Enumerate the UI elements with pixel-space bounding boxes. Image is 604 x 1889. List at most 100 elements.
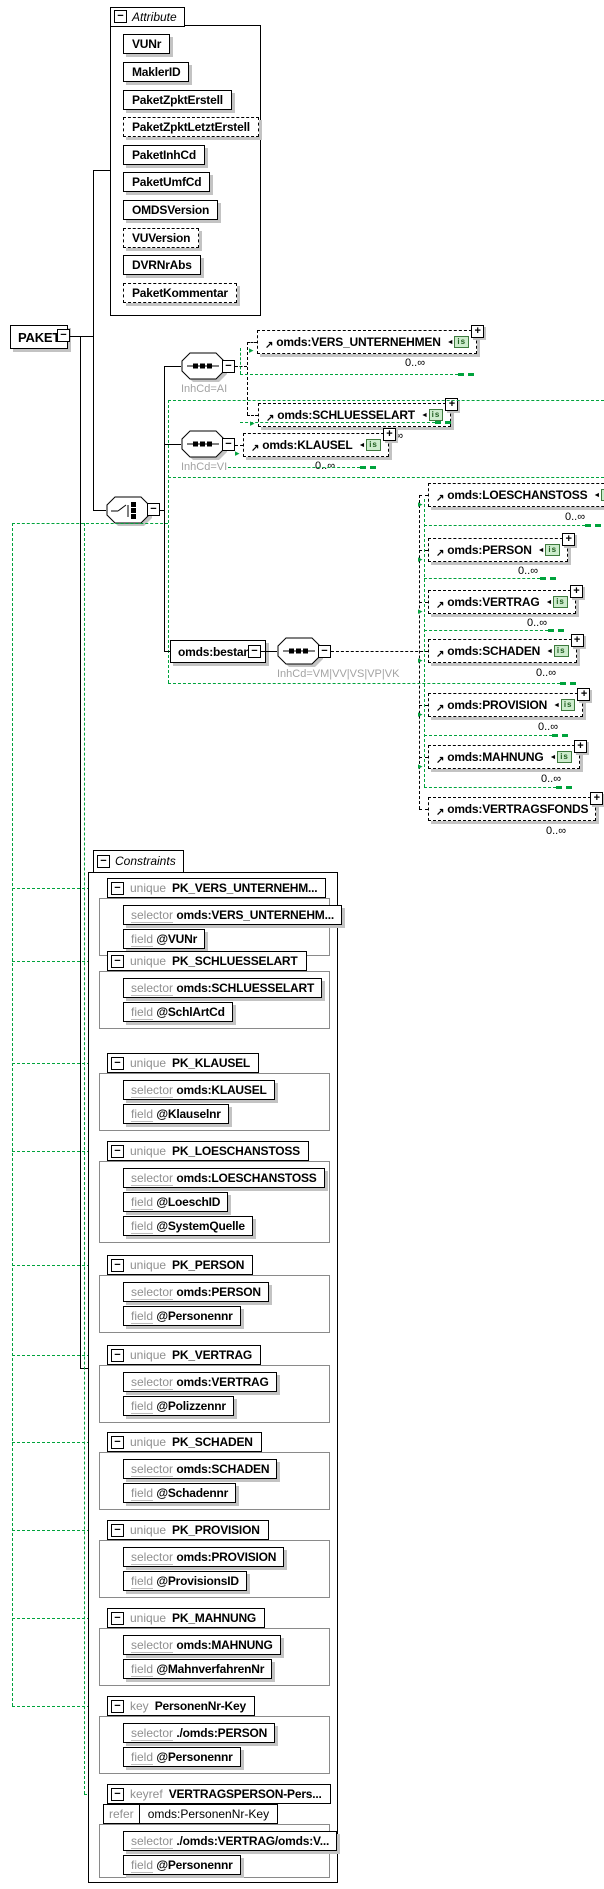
attribute-omdsversion[interactable]: OMDSVersion xyxy=(123,200,219,220)
constraint-selector[interactable]: selector omds:SCHADEN xyxy=(123,1459,278,1479)
constraint-link-line xyxy=(12,1706,110,1707)
collapse-icon[interactable]: − xyxy=(111,1523,124,1537)
constraint-field[interactable]: field @Personennr xyxy=(123,1306,241,1326)
sequence-compositor-icon[interactable] xyxy=(181,430,229,467)
expand-icon[interactable]: + xyxy=(590,792,604,805)
attribute-group-tab[interactable]: − Attribute xyxy=(110,7,185,27)
element-omds-schaden[interactable]: ↗ omds:SCHADEN ◄is + xyxy=(428,634,584,663)
constraint-field[interactable]: field @ProvisionsID xyxy=(123,1571,247,1591)
attribute-maklerid[interactable]: MaklerID xyxy=(123,62,190,82)
constraint-selector[interactable]: selector omds:MAHNUNG xyxy=(123,1635,281,1655)
constraint-link-line xyxy=(228,467,360,468)
attribute-paketkommentar[interactable]: PaketKommentar xyxy=(123,283,237,303)
constraint-field[interactable]: field @VUNr xyxy=(123,929,206,949)
element-omds-provision[interactable]: ↗ omds:PROVISION ◄is + xyxy=(428,688,591,717)
constraint-unique-pk-vers-unternehm[interactable]: − unique PK_VERS_UNTERNEHM... xyxy=(107,878,327,898)
constraint-unique-pk-loeschanstoss[interactable]: − unique PK_LOESCHANSTOSS xyxy=(107,1141,309,1161)
collapse-icon[interactable]: − xyxy=(222,360,235,373)
expand-icon[interactable]: + xyxy=(562,533,576,546)
expand-icon[interactable]: + xyxy=(569,585,583,598)
expand-icon[interactable]: + xyxy=(570,634,584,647)
constraint-unique-pk-schaden[interactable]: − unique PK_SCHADEN xyxy=(107,1432,262,1452)
constraint-field[interactable]: field @LoeschID xyxy=(123,1192,229,1212)
element-omds-vertrag[interactable]: ↗ omds:VERTRAG ◄is + xyxy=(428,585,583,614)
collapse-icon[interactable]: − xyxy=(57,329,70,342)
element-omds-vertragsfonds[interactable]: ↗ omds:VERTRAGSFONDS + xyxy=(428,792,604,821)
attribute-vuversion[interactable]: VUVersion xyxy=(123,228,200,248)
element-omds-schluesselart[interactable]: ↗ omds:SCHLUESSELART ◄is + xyxy=(258,398,459,427)
sequence-compositor-icon[interactable] xyxy=(181,352,229,389)
connector-line xyxy=(419,495,428,496)
collapse-icon[interactable]: − xyxy=(111,1258,124,1272)
element-omds-loeschanstoss[interactable]: ↗ omds:LOESCHANSTOSS ◄is + xyxy=(428,483,604,507)
constraints-group-tab[interactable]: − Constraints xyxy=(93,850,184,873)
constraint-selector[interactable]: selector ./omds:VERTRAG/omds:V... xyxy=(123,1831,338,1851)
collapse-icon[interactable]: − xyxy=(111,1056,124,1070)
expand-icon[interactable]: + xyxy=(382,428,396,441)
constraint-field[interactable]: field @SystemQuelle xyxy=(123,1216,253,1236)
constraint-unique-pk-person[interactable]: − unique PK_PERSON xyxy=(107,1255,254,1275)
element-omds-bestand[interactable]: omds:bestand xyxy=(170,640,266,663)
attribute-vunr[interactable]: VUNr xyxy=(123,34,171,54)
element-omds-klausel[interactable]: ↗ omds:KLAUSEL ◄is + xyxy=(243,428,396,457)
constraint-selector[interactable]: selector omds:PERSON xyxy=(123,1282,269,1302)
constraint-field[interactable]: field @SchlArtCd xyxy=(123,1002,233,1022)
collapse-icon[interactable]: − xyxy=(111,1348,124,1362)
constraint-unique-pk-vertrag[interactable]: − unique PK_VERTRAG xyxy=(107,1345,262,1365)
collapse-icon[interactable]: − xyxy=(114,10,127,23)
occurrence-label: 0..∞ xyxy=(541,773,562,785)
constraint-selector[interactable]: selector omds:SCHLUESSELART xyxy=(123,978,323,998)
constraint-selector[interactable]: selector omds:PROVISION xyxy=(123,1547,285,1567)
connector-line xyxy=(93,170,94,510)
expand-icon[interactable]: + xyxy=(577,688,591,701)
constraint-link-line xyxy=(12,1530,110,1531)
occurrence-label: 0..∞ xyxy=(518,565,539,577)
constraint-unique-pk-klausel[interactable]: − unique PK_KLAUSEL xyxy=(107,1053,260,1073)
constraint-field[interactable]: field @Polizzennr xyxy=(123,1396,234,1416)
constraint-unique-pk-mahnung[interactable]: − unique PK_MAHNUNG xyxy=(107,1608,266,1628)
collapse-icon[interactable]: − xyxy=(111,1435,124,1449)
element-omds-vers-unternehmen[interactable]: ↗ omds:VERS_UNTERNEHMEN ◄is + xyxy=(257,325,485,354)
attribute-paketinhcd[interactable]: PaketInhCd xyxy=(123,145,206,165)
attribute-paketumfcd[interactable]: PaketUmfCd xyxy=(123,172,211,192)
constraint-unique-pk-provision[interactable]: − unique PK_PROVISION xyxy=(107,1520,269,1540)
attribute-paketzpktletzterstell[interactable]: PaketZpktLetztErstell xyxy=(123,117,259,137)
substitution-badge: ◄is xyxy=(553,699,576,711)
attribute-paketzpkterstell[interactable]: PaketZpktErstell xyxy=(123,90,232,110)
collapse-icon[interactable]: − xyxy=(111,1611,124,1625)
expand-icon[interactable]: + xyxy=(471,325,485,338)
collapse-icon[interactable]: − xyxy=(111,1787,124,1801)
expand-icon[interactable]: + xyxy=(445,398,459,411)
constraint-selector[interactable]: selector omds:VERTRAG xyxy=(123,1372,277,1392)
attribute-dvrnrabs[interactable]: DVRNrAbs xyxy=(123,255,201,275)
constraint-selector[interactable]: selector omds:VERS_UNTERNEHM... xyxy=(123,905,342,925)
constraint-refer-row[interactable]: refer omds:PersonenNr-Key xyxy=(103,1804,279,1824)
constraint-selector[interactable]: selector ./omds:PERSON xyxy=(123,1723,276,1743)
element-omds-mahnung[interactable]: ↗ omds:MAHNUNG ◄is + xyxy=(428,740,587,769)
constraint-selector[interactable]: selector omds:KLAUSEL xyxy=(123,1080,275,1100)
constraint-link-dots xyxy=(458,373,474,376)
expand-icon[interactable]: + xyxy=(573,740,587,753)
constraint-field[interactable]: field @Klauselnr xyxy=(123,1104,229,1124)
constraint-unique-pk-schluesselart[interactable]: − unique PK_SCHLUESSELART xyxy=(107,951,307,971)
collapse-icon[interactable]: − xyxy=(111,1699,124,1713)
constraint-field[interactable]: field @MahnverfahrenNr xyxy=(123,1659,273,1679)
collapse-icon[interactable]: − xyxy=(97,854,110,868)
collapse-icon[interactable]: − xyxy=(248,645,261,658)
collapse-icon[interactable]: − xyxy=(111,1144,124,1158)
constraint-field[interactable]: field @Personennr xyxy=(123,1747,241,1767)
constraint-field[interactable]: field @Personennr xyxy=(123,1855,241,1875)
collapse-icon[interactable]: − xyxy=(318,645,331,658)
constraint-target-arrow-icon: ▸ xyxy=(418,554,423,564)
choice-compositor-icon[interactable] xyxy=(106,496,154,533)
collapse-icon[interactable]: − xyxy=(111,954,124,968)
constraint-field[interactable]: field @Schadennr xyxy=(123,1483,237,1503)
constraint-key-personennr-key[interactable]: − key PersonenNr-Key xyxy=(107,1696,255,1716)
collapse-icon[interactable]: − xyxy=(111,881,124,895)
collapse-icon[interactable]: − xyxy=(147,503,160,516)
constraint-selector[interactable]: selector omds:LOESCHANSTOSS xyxy=(123,1168,325,1188)
constraint-keyref-vertragsperson[interactable]: − keyref VERTRAGSPERSON-Pers... xyxy=(107,1784,331,1804)
sequence-compositor-icon[interactable] xyxy=(277,637,325,674)
collapse-icon[interactable]: − xyxy=(222,438,235,451)
element-omds-person[interactable]: ↗ omds:PERSON ◄is + xyxy=(428,533,576,562)
